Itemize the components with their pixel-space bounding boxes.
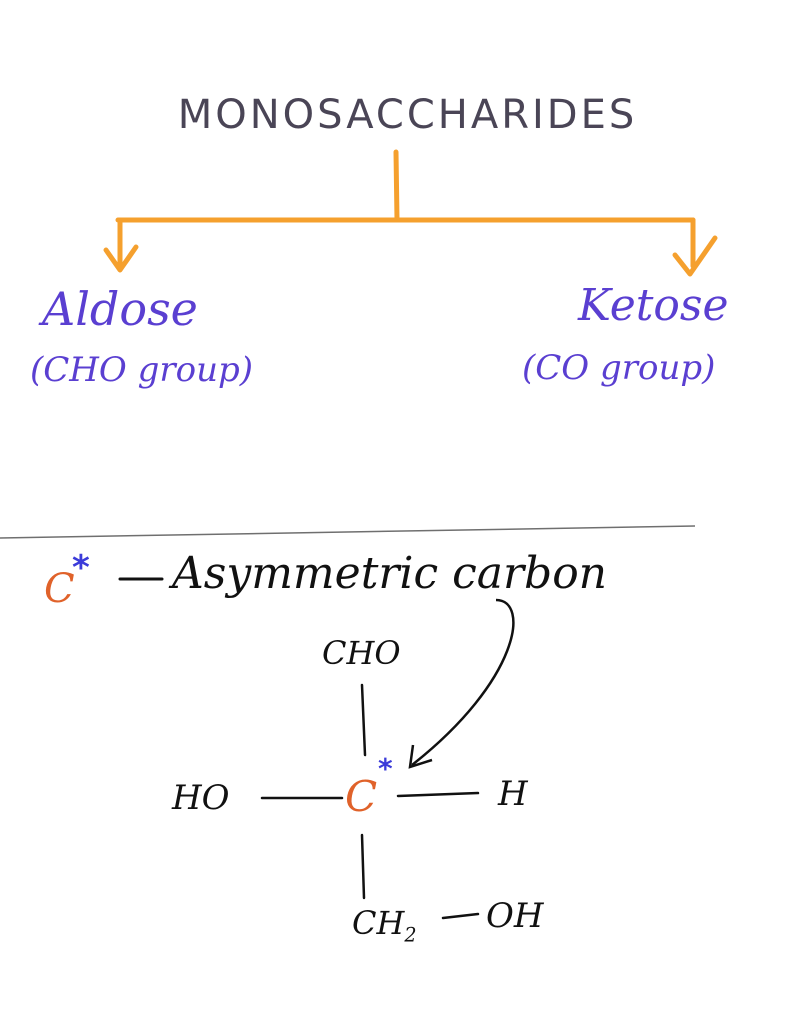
bond-bottom-right [441, 912, 480, 920]
right-arrow-head [672, 235, 718, 277]
left-arrow-head [103, 244, 139, 273]
ketose-label: Ketose [578, 280, 729, 331]
aldose-label: Aldose [42, 282, 198, 336]
center-star: * [378, 752, 393, 785]
diagram-title: MONOSACCHARIDES [177, 92, 638, 138]
legend-carbon-symbol: C [44, 566, 75, 612]
legend-text: Asymmetric carbon [172, 548, 608, 599]
ketose-group: (CO group) [522, 348, 716, 388]
group-right: H [498, 774, 528, 814]
group-top: CHO [322, 634, 401, 672]
group-left: HO [172, 778, 230, 818]
group-bottom-tail: OH [486, 896, 544, 936]
group-bottom-main: CH [352, 904, 405, 942]
bond-bottom [360, 833, 366, 900]
center-carbon: C [345, 772, 378, 821]
group-bottom-subscript: 2 [404, 923, 417, 947]
legend-star: * [72, 548, 90, 588]
aldose-group: (CHO group) [30, 350, 254, 390]
group-bottom: CH2 [352, 904, 417, 946]
section-divider [0, 525, 696, 539]
pointer-arrow [411, 598, 515, 766]
tree-stem [393, 149, 400, 223]
bond-right [396, 791, 480, 798]
bond-top [360, 683, 367, 757]
pointer-arrow-head [408, 744, 433, 769]
